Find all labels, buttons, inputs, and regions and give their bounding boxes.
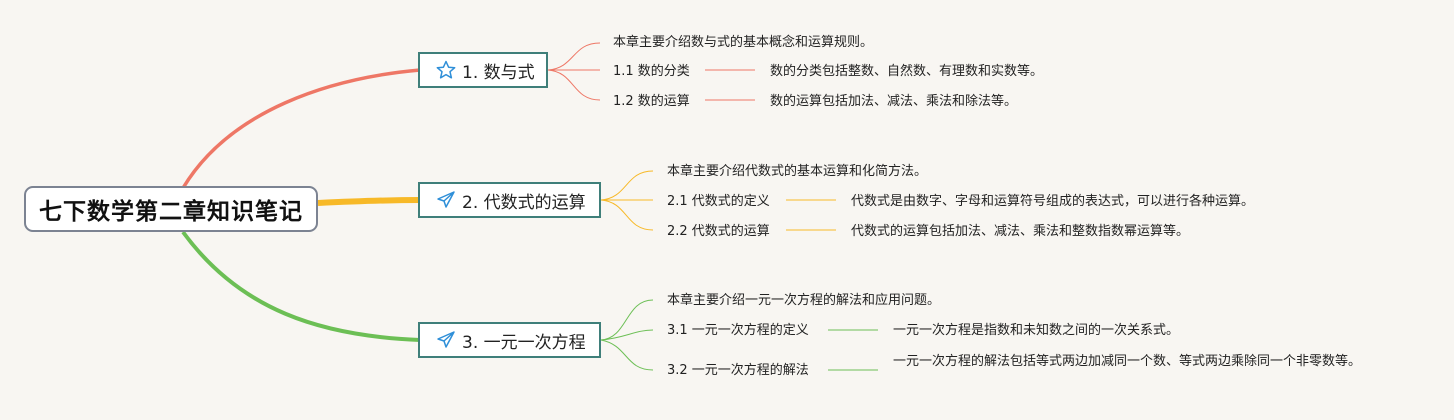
connector-root-branch-3 <box>181 230 421 342</box>
connector-b3-item2 <box>600 339 654 371</box>
connector-b2-intro <box>600 170 654 201</box>
branch-1-item-1-label: 1.1 数的分类 <box>613 64 690 79</box>
connector-b1-intro <box>547 42 601 71</box>
branch-title: 3. 一元一次方程 <box>462 332 586 353</box>
connector-b2-item2 <box>600 199 654 231</box>
branch-3-item-2-label: 3.2 一元一次方程的解法 <box>667 363 809 378</box>
branch-3-item-1-label: 3.1 一元一次方程的定义 <box>667 323 809 338</box>
branch-1-item-2-desc: 数的运算包括加法、减法、乘法和除法等。 <box>770 94 1018 109</box>
branch-2-intro: 本章主要介绍代数式的基本运算和化简方法。 <box>667 164 928 179</box>
branch-node-2[interactable]: 2. 代数式的运算 <box>418 182 601 218</box>
connector-b1-item2 <box>547 69 601 101</box>
branch-2-item-2-label: 2.2 代数式的运算 <box>667 224 770 239</box>
branch-node-1[interactable]: 1. 数与式 <box>418 52 548 88</box>
branch-3-intro: 本章主要介绍一元一次方程的解法和应用问题。 <box>667 293 941 308</box>
branch-1-item-1-desc: 数的分类包括整数、自然数、有理数和实数等。 <box>770 64 1044 79</box>
paper-plane-icon <box>436 190 456 210</box>
root-title: 七下数学第二章知识笔记 <box>39 199 303 225</box>
branch-node-3[interactable]: 3. 一元一次方程 <box>418 322 601 358</box>
connector-b3-intro <box>600 299 654 341</box>
paper-plane-icon <box>436 330 456 350</box>
connector-root-branch-2 <box>317 197 421 206</box>
branch-3-item-1-desc: 一元一次方程是指数和未知数之间的一次关系式。 <box>893 323 1180 338</box>
branch-title: 2. 代数式的运算 <box>462 192 586 213</box>
connector-root-branch-1 <box>181 68 421 189</box>
branch-2-item-2-desc: 代数式的运算包括加法、减法、乘法和整数指数幂运算等。 <box>851 224 1190 239</box>
branch-2-item-1-desc: 代数式是由数字、字母和运算符号组成的表达式，可以进行各种运算。 <box>851 194 1255 209</box>
branch-3-item-2-desc: 一元一次方程的解法包括等式两边加减同一个数、等式两边乘除同一个非零数等。 <box>893 354 1362 369</box>
connector-b3-item1 <box>600 329 654 341</box>
branch-1-item-2-label: 1.2 数的运算 <box>613 94 690 109</box>
branch-1-intro: 本章主要介绍数与式的基本概念和运算规则。 <box>613 35 874 50</box>
star-icon <box>436 60 456 80</box>
branch-title: 1. 数与式 <box>462 62 535 83</box>
root-node[interactable]: 七下数学第二章知识笔记 <box>24 186 318 232</box>
branch-2-item-1-label: 2.1 代数式的定义 <box>667 194 770 209</box>
